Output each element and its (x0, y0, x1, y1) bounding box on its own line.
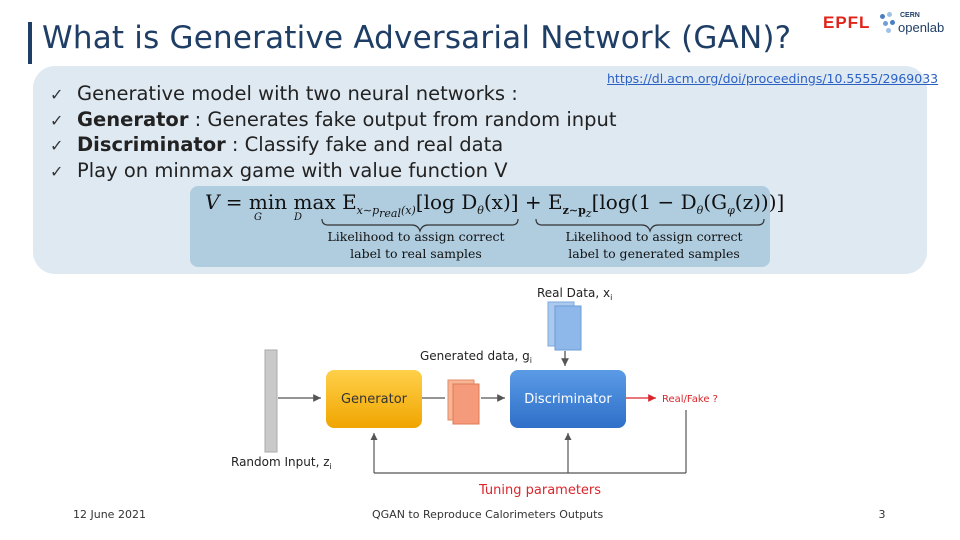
reference-link[interactable]: https://dl.acm.org/doi/proceedings/10.55… (607, 71, 939, 86)
generator-block (326, 370, 422, 428)
brace-real (321, 218, 519, 233)
formula-minmax: = min max (219, 190, 343, 214)
note-line: label to generated samples (568, 246, 740, 261)
formula-sub-real-arg: (x) (401, 204, 416, 217)
discriminator-block (510, 370, 626, 428)
cern-logo-text: CERN (900, 12, 920, 19)
value-function-formula: V = min max Ex∼preal(x)[log Dθ(x)] + Ez∼… (205, 190, 784, 220)
note-line: Likelihood to assign correct (565, 229, 743, 244)
bullet-text: Generative model with two neural network… (77, 82, 518, 105)
title-accent-bar (28, 22, 32, 64)
check-icon: ✓ (50, 136, 64, 155)
bullet-text: : Classify fake and real data (225, 133, 504, 156)
check-icon: ✓ (50, 110, 64, 130)
check-icon: ✓ (50, 85, 64, 104)
formula-expectation-gen: E (548, 190, 563, 214)
real-data-label: Real Data, xi (537, 286, 612, 302)
logo-dot-icon (883, 21, 888, 26)
formula-term-gen: [log(1 − D (591, 190, 697, 214)
formula-term-real: [log D (415, 190, 478, 214)
slide-title: What is Generative Adversarial Network (… (42, 20, 792, 56)
formula-v: V (205, 190, 220, 214)
formula-min-subscript: G (254, 212, 262, 223)
formula-sub-gen-label: z (585, 207, 592, 221)
bullet-bold: Generator (77, 107, 189, 131)
footer-date: 12 June 2021 (73, 508, 146, 521)
footer-title: QGAN to Reproduce Calorimeters Outputs (372, 508, 604, 521)
formula-term-gen-end: (z)))] (734, 190, 785, 214)
formula-sub-real: x∼p (356, 204, 380, 217)
tuning-parameters-label: Tuning parameters (478, 483, 601, 498)
random-input-label: Random Input, zi (231, 455, 332, 471)
formula-braces (321, 218, 765, 233)
cern-openlab-logo: CERN openlab (880, 12, 952, 38)
formula-theta: θ (477, 204, 484, 217)
formula-sub-real-label: real (379, 207, 401, 221)
logo-dot-icon (887, 12, 892, 17)
real-likelihood-note: Likelihood to assign correct label to re… (300, 228, 532, 262)
formula-theta: θ (696, 204, 704, 217)
formula-term-gen-mid: (G (703, 190, 728, 214)
brace-generated (535, 218, 765, 233)
real-sample-card (554, 305, 582, 351)
bullet-item: ✓ Generative model with two neural netwo… (50, 82, 617, 108)
discriminator-label: Discriminator (524, 392, 612, 407)
openlab-logo-text: openlab (898, 20, 945, 35)
bullet-item: ✓ Generator : Generates fake output from… (50, 108, 617, 134)
bullet-bold: Discriminator (77, 133, 226, 156)
formula-box (190, 186, 770, 267)
generated-sample-card (452, 383, 480, 425)
generator-label: Generator (341, 392, 408, 407)
bullet-list: ✓ Generative model with two neural netwo… (50, 82, 617, 184)
check-icon: ✓ (50, 161, 64, 181)
formula-expectation-real: E (342, 190, 357, 214)
logo-dot-icon (890, 20, 895, 25)
note-line: label to real samples (350, 246, 482, 261)
logo-dot-icon (880, 14, 885, 19)
note-line: Likelihood to assign correct (327, 229, 505, 244)
formula-phi: φ (727, 204, 735, 217)
formula-sub-gen: z∼p (562, 204, 586, 217)
logo-dot-icon (886, 28, 891, 33)
formula-max-subscript: D (294, 212, 303, 223)
random-input-vector (264, 349, 278, 453)
output-label: Real/Fake ? (662, 394, 718, 405)
bullet-text: : Generates fake output from random inpu… (188, 107, 617, 131)
generated-data-label: Generated data, gi (420, 349, 532, 365)
page-number: 3 (878, 508, 886, 521)
generated-likelihood-note: Likelihood to assign correct label to ge… (538, 228, 770, 262)
bullet-text: Play on minmax game with value function … (77, 158, 508, 182)
bullet-item: ✓ Play on minmax game with value functio… (50, 159, 617, 185)
epfl-logo: EPFL (823, 13, 871, 32)
formula-term-real-end: (x)] + (483, 190, 549, 214)
bullet-item: ✓ Discriminator : Classify fake and real… (50, 133, 617, 159)
